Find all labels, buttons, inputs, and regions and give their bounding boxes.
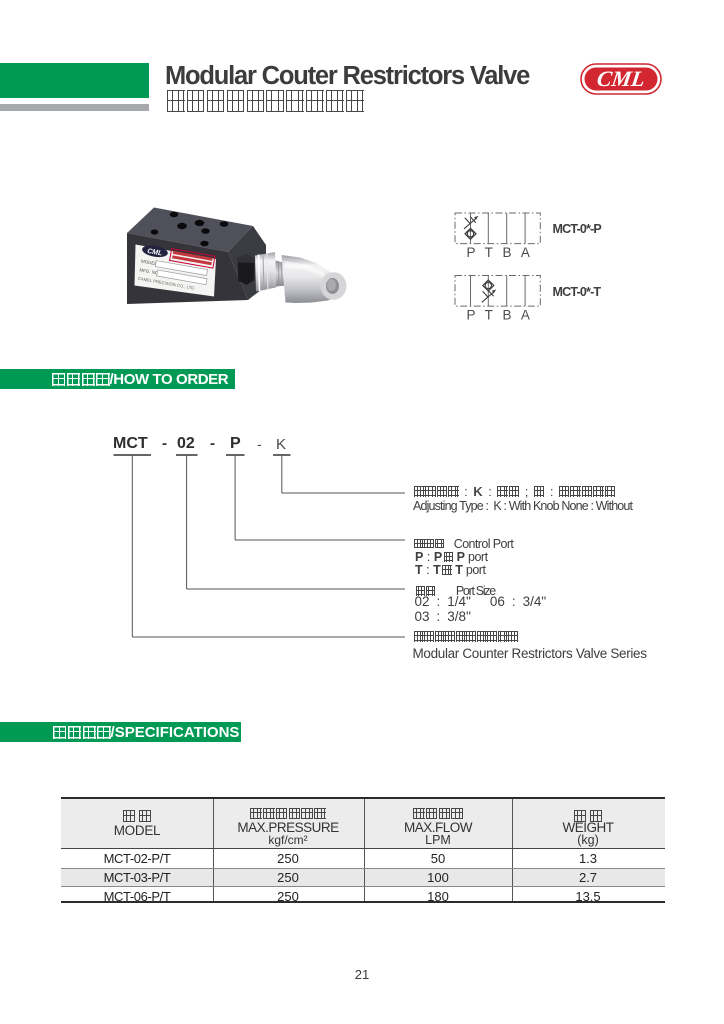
svg-text:CML: CML [147, 248, 163, 258]
svg-text:B: B [502, 245, 511, 260]
svg-text:T: T [485, 308, 493, 323]
svg-text:T: T [485, 245, 493, 260]
svg-text:CML: CML [595, 66, 646, 91]
svg-text:P: P [466, 245, 475, 260]
svg-text:MFG. NO.: MFG. NO. [139, 267, 160, 275]
svg-text:A: A [521, 245, 530, 260]
svg-text:A: A [521, 308, 530, 323]
svg-text:MODEL: MODEL [141, 259, 158, 267]
svg-text:P: P [466, 308, 475, 323]
svg-text:B: B [502, 308, 511, 323]
